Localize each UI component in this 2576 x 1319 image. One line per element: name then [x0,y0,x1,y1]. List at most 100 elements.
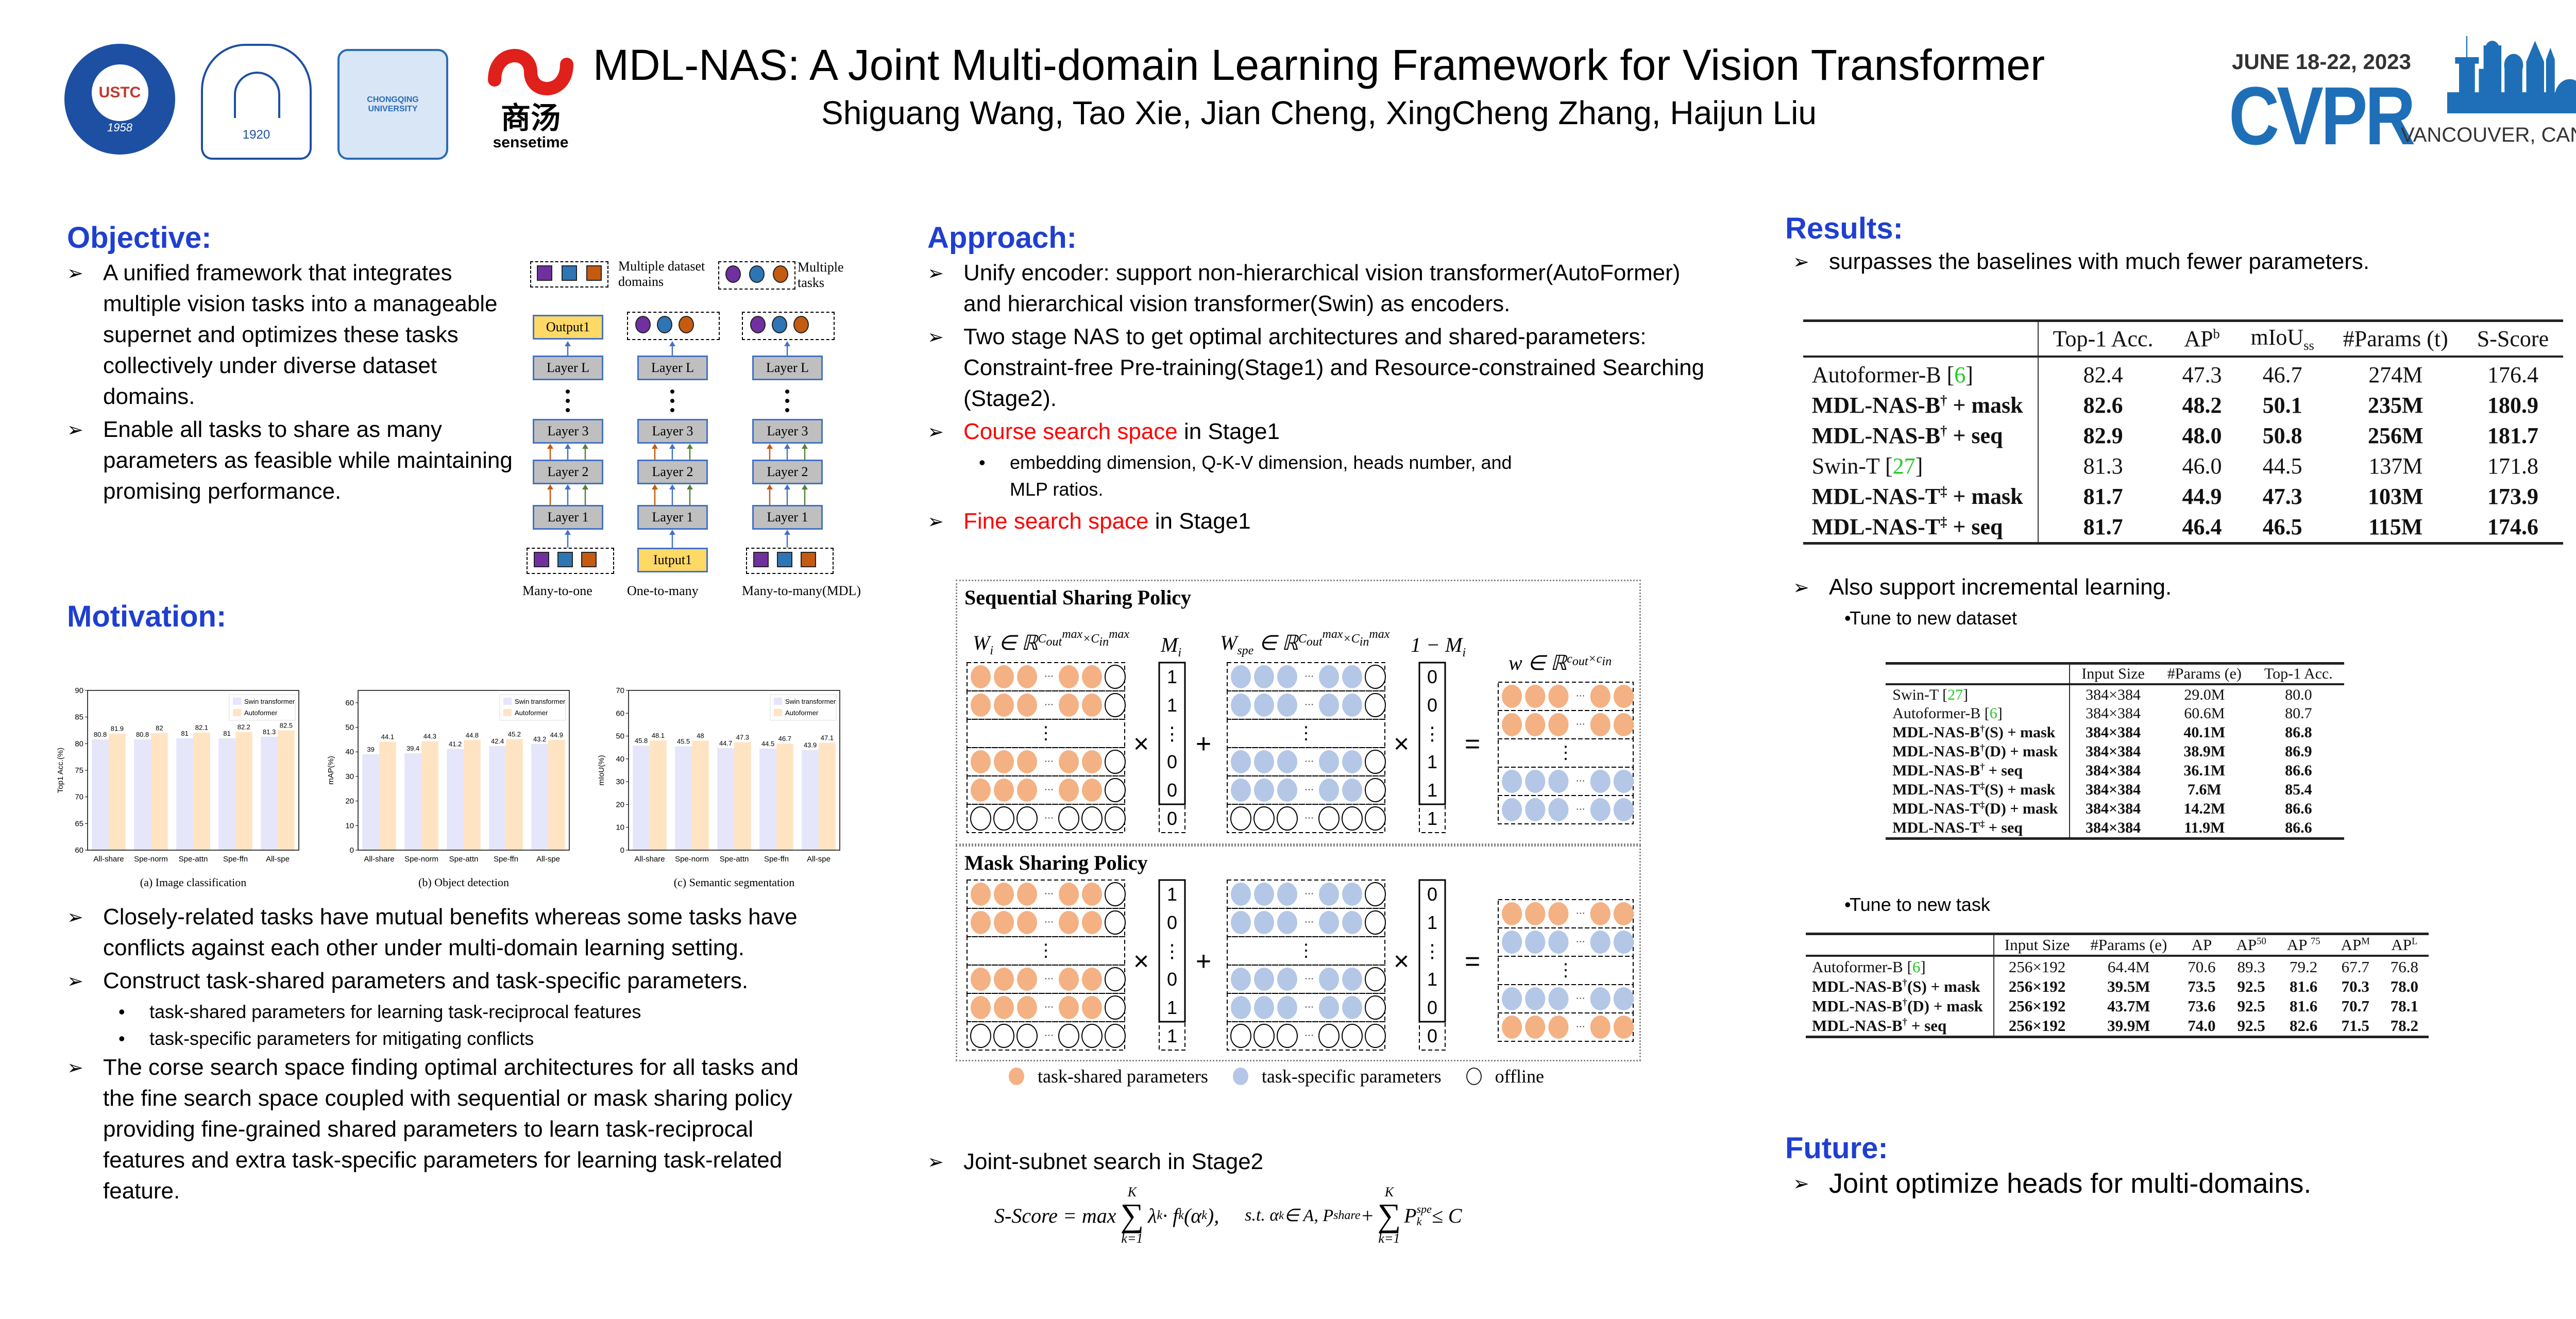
offline-param-icon [1318,1024,1340,1048]
row-name: MDL-NAS-T‡(D) + mask [1886,799,2071,818]
table-row: Autoformer-B 6256×19264.4M70.689.379.267… [1806,956,2429,977]
specific-param-icon [1319,996,1339,1019]
row-name: MDL-NAS-B†(S) + mask [1806,977,1994,996]
shared-param-icon [1059,968,1079,991]
matrix-row [967,936,1125,966]
table-cell: 80.0 [2285,686,2312,703]
legend-label: offline [1495,1066,1544,1087]
table-cell: 86.9 [2285,742,2312,760]
offline-param-icon [1016,1024,1038,1048]
citation-link[interactable]: 6 [1985,705,2003,722]
specific-param-icon [1548,798,1569,821]
offline-param-icon [1105,665,1126,689]
matrix-row [967,719,1125,748]
x-tick-label: All-share [93,855,124,864]
table-cell: 79.2 [2290,958,2318,976]
offline-param-icon [993,806,1014,831]
hdots: ··· [1304,973,1314,984]
output-box: Output1 [533,315,603,340]
specific-param-icon [1254,968,1274,991]
shared-param-icon [994,750,1014,773]
hdots: ··· [1304,1002,1314,1012]
bar [447,749,464,850]
table-cell: 384×384 [2085,762,2141,779]
hdots: ··· [1044,888,1054,899]
bar [734,742,751,850]
specific-param-icon [1254,883,1274,906]
bar-chart: 3944.1All-share39.444.3Spe-norm41.244.8S… [327,690,570,889]
specific-param-icon [1254,911,1274,934]
specific-param-icon [1277,750,1297,773]
data-label: 45.8 [635,737,648,745]
motivation-bullet: The corse search space finding optimal a… [67,1052,829,1207]
shared-param-icon [1059,779,1079,802]
shared-param-icon [1059,883,1079,906]
specific-param-icon [1231,750,1251,773]
bar [379,741,396,850]
approach-bullet: Course search space in Stage1 [927,416,1721,447]
table-cell: 14.2M [2183,800,2226,817]
hdots: ··· [1044,813,1054,823]
bar [92,739,109,850]
shared-param-icon [1082,750,1102,773]
hdots: ··· [1044,671,1054,681]
layer-box: Layer 1 [752,505,823,530]
approach-text: in Stage1 [1148,509,1251,534]
x-tick-label: Spe-attn [179,855,208,864]
results-bullet: Also support incremental learning. [1793,572,2576,603]
mask-value: 0 [1427,997,1437,1018]
row-name: MDL-NAS-T‡ + mask [1803,481,2039,512]
objective-bullet: A unified framework that integrates mult… [67,258,520,412]
table-cell: 76.8 [2390,958,2419,976]
citation-link[interactable]: 6 [1907,958,1925,976]
legend-label: Autoformer [785,709,819,717]
hdots: ··· [1044,917,1054,927]
offline-param-icon [1105,882,1126,906]
approach-sub-bullet: embedding dimension, Q-K-V dimension, he… [927,449,1520,503]
domains-legend-box [530,261,608,288]
row-name: MDL-NAS-T‡ + seq [1803,511,2039,544]
legend-swatch [774,709,782,716]
mask-vector [1158,662,1186,805]
citation-link[interactable]: 6 [1947,362,1973,387]
shared-param-icon [1082,996,1102,1019]
table-cell: 50.8 [2262,422,2302,448]
y-tick-label: 75 [75,766,83,775]
formula-part: S-Score = max [994,1204,1116,1227]
vdots: ⋮ [1297,941,1315,960]
specific-param-icon [1502,931,1522,954]
objective-list: A unified framework that integrates mult… [67,258,520,509]
table-cell: 256×192 [2008,1017,2066,1035]
mask-value: 0 [1167,808,1177,829]
citation-link[interactable]: 27 [1885,453,1923,479]
approach-bullet: Joint-subnet search in Stage2 [927,1146,1721,1177]
layer-box: Layer 3 [752,419,823,444]
bar [692,740,709,850]
x-tick-label: Spe-attn [720,855,749,864]
row-name: MDL-NAS-B†(S) + mask [1886,723,2071,742]
data-label: 47.1 [821,734,834,741]
x-tick-label: Spe-ffn [764,855,789,864]
offline-param-icon [1365,806,1386,831]
citation-link[interactable]: 27 [1942,686,1968,703]
x-tick-label: Spe-norm [404,855,438,864]
specific-param-icon [1525,770,1546,793]
shared-param-icon [994,779,1014,802]
offline-param-icon [1342,1024,1363,1048]
table-cell: 181.7 [2487,422,2538,448]
table-cell: 47.3 [2262,483,2302,509]
logo-chongqing-university: CHONGQING UNIVERSITY [337,49,448,160]
motivation-bullet: Construct task-shared parameters and tas… [67,966,871,996]
shared-param-icon [1548,902,1569,925]
task-circle-icon [749,265,765,283]
x-tick-label: All-spe [266,855,290,864]
table-cell: 74.0 [2188,1017,2216,1035]
arrows [547,341,808,548]
shared-param-icon [994,694,1014,717]
data-label: 44.3 [423,733,436,740]
table-cell: 384×384 [2085,781,2141,798]
shared-param-icon [1017,996,1037,1019]
